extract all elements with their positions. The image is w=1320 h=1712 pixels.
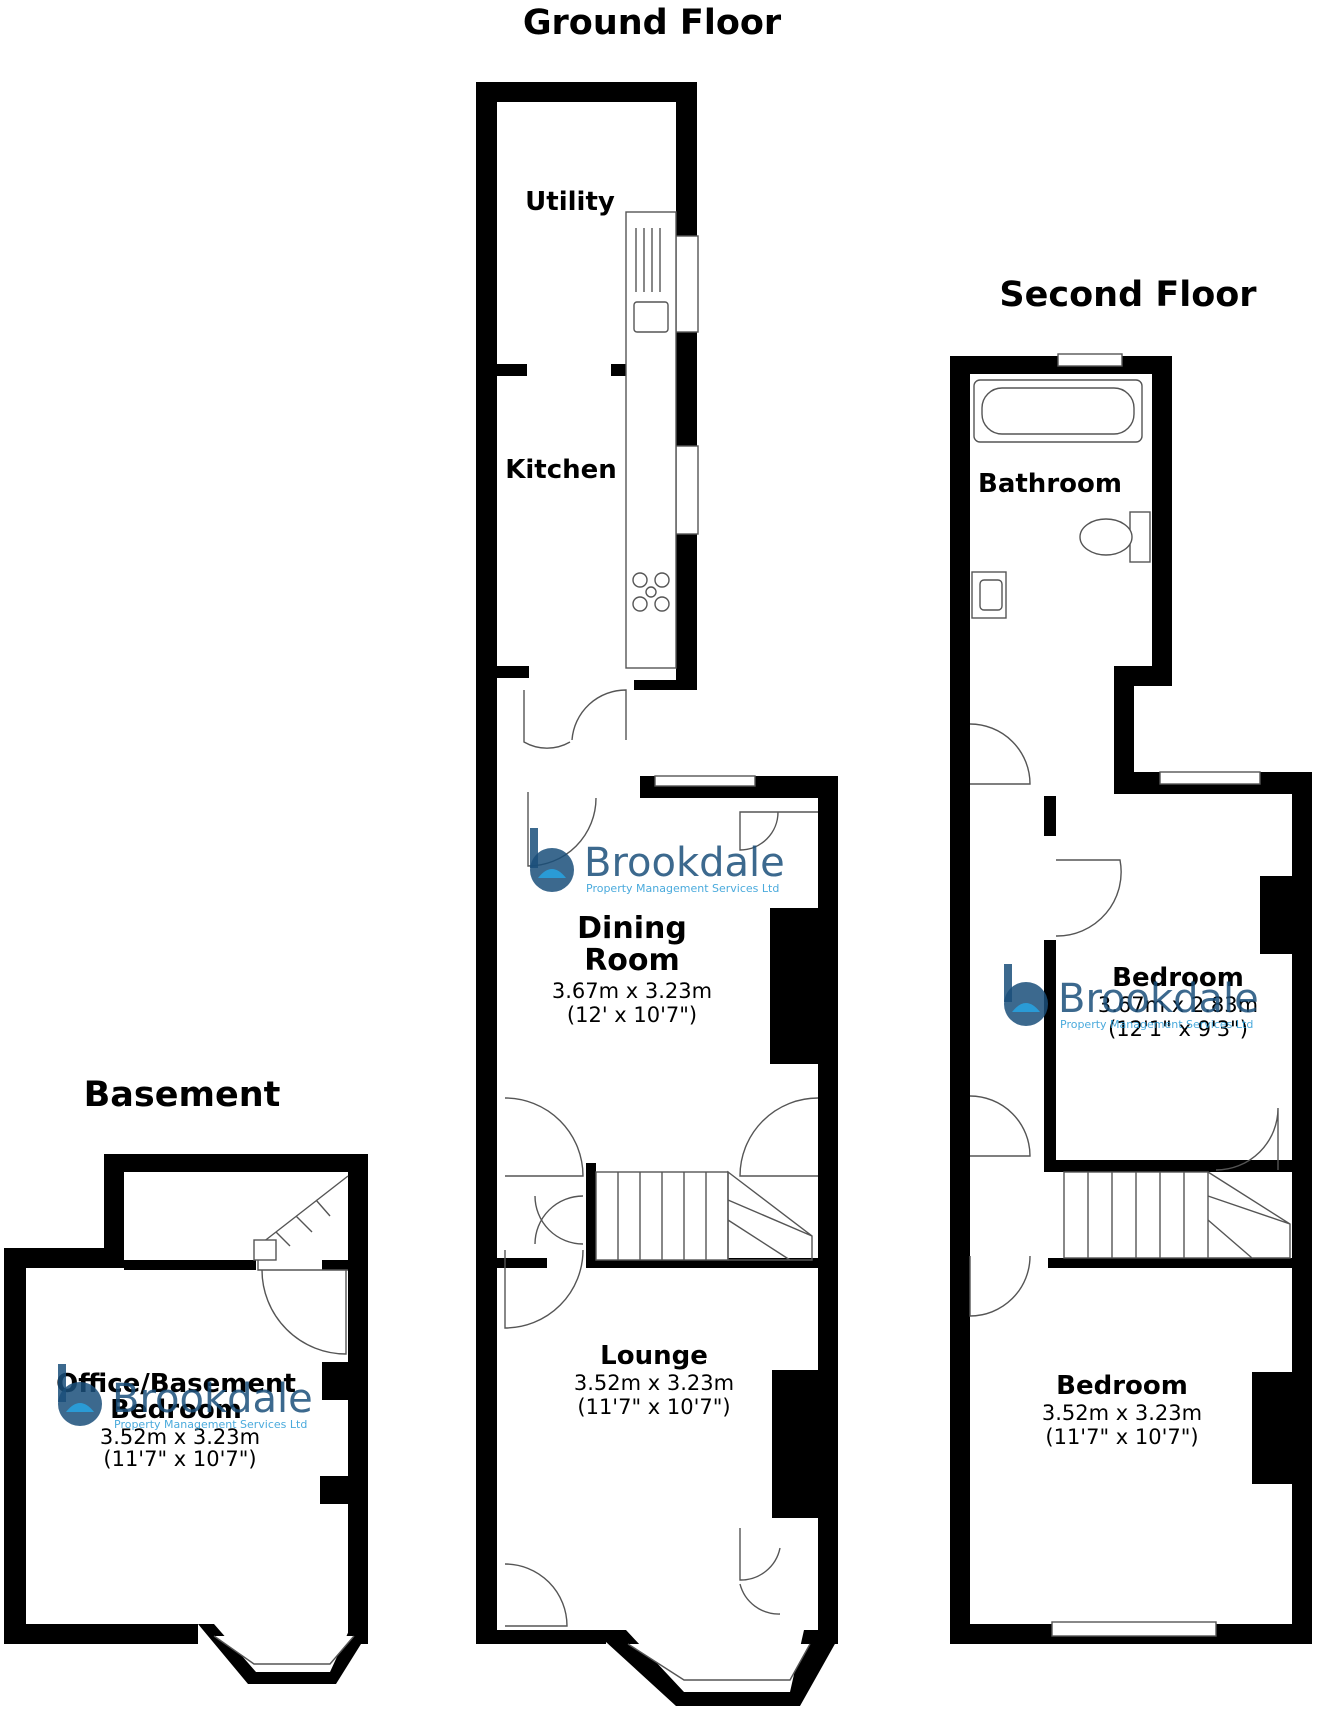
sink-icon bbox=[633, 301, 669, 333]
dining-window bbox=[654, 775, 756, 787]
ground-floor-title: Ground Floor bbox=[523, 3, 782, 43]
ground-stairs bbox=[595, 1170, 813, 1261]
basement-stairs bbox=[253, 1175, 349, 1271]
utility-window bbox=[675, 235, 699, 333]
kitchen-window bbox=[675, 445, 699, 535]
bedroom-rear-window bbox=[1159, 771, 1261, 785]
second-floor-title: Second Floor bbox=[999, 275, 1257, 315]
basement-room-imperial: (11'7" x 10'7") bbox=[103, 1447, 256, 1471]
bathroom-label: Bathroom bbox=[978, 469, 1122, 499]
brand-name-basement: Brookdale bbox=[112, 1376, 313, 1422]
ground-floor: Ground Floor bbox=[476, 3, 838, 1706]
second-floor: Second Floor bbox=[950, 275, 1312, 1644]
basement-title: Basement bbox=[84, 1075, 281, 1115]
bedroom-rear-label: Bedroom bbox=[1112, 963, 1244, 993]
bath-icon bbox=[973, 379, 1143, 443]
bathroom-window bbox=[1057, 353, 1123, 367]
ground-rear-wall bbox=[476, 785, 494, 799]
bedroom-front-window bbox=[1051, 1621, 1217, 1637]
door-swing bbox=[571, 689, 627, 741]
bedroom-rear-imperial: (12'1" x 9'3") bbox=[1108, 1017, 1248, 1041]
hob-icon bbox=[632, 572, 670, 612]
brand-watermark-basement: Brookdale Property Management Services L… bbox=[58, 1364, 313, 1431]
dining-room-label: Dining bbox=[577, 911, 687, 946]
bedroom-front-imperial: (11'7" x 10'7") bbox=[1045, 1425, 1198, 1449]
dining-room-label-2: Room bbox=[584, 943, 680, 978]
brand-name: Brookdale bbox=[584, 840, 785, 886]
dining-room-imperial: (12' x 10'7") bbox=[567, 1003, 697, 1027]
lounge-metric: 3.52m x 3.23m bbox=[574, 1371, 734, 1395]
basement: Basement Office/Basement Bedroom 3.52m x… bbox=[4, 1075, 368, 1684]
basin-icon bbox=[971, 571, 1007, 619]
lounge-bay-window bbox=[606, 1630, 836, 1706]
utility-label: Utility bbox=[525, 187, 615, 217]
lounge-imperial: (11'7" x 10'7") bbox=[577, 1395, 730, 1419]
bedroom-rear-metric: 3.67m x 2.83m bbox=[1098, 993, 1258, 1017]
basement-room-metric: 3.52m x 3.23m bbox=[100, 1425, 260, 1449]
second-floor-stairs bbox=[1063, 1171, 1291, 1259]
bedroom-chimney-breast bbox=[1260, 876, 1296, 954]
brand-watermark: Brookdale Property Management Services L… bbox=[530, 828, 785, 895]
brand-tagline-basement: Property Management Services Ltd bbox=[114, 1418, 307, 1431]
dining-chimney-breast bbox=[770, 908, 820, 1064]
basement-room-label-2: Bedroom bbox=[110, 1395, 242, 1425]
basement-bay-window bbox=[198, 1624, 366, 1684]
dining-room-metric: 3.67m x 3.23m bbox=[552, 979, 712, 1003]
brand-tagline-second: Property Management Services Ltd bbox=[1060, 1018, 1253, 1031]
bedroom-front-label: Bedroom bbox=[1056, 1371, 1188, 1401]
worktop bbox=[625, 211, 677, 669]
brand-tagline: Property Management Services Ltd bbox=[586, 882, 779, 895]
bedroom-front-metric: 3.52m x 3.23m bbox=[1042, 1401, 1202, 1425]
brand-name-second: Brookdale bbox=[1058, 976, 1259, 1022]
lounge-label: Lounge bbox=[600, 1341, 708, 1371]
toilet-icon bbox=[1079, 511, 1151, 563]
kitchen-label: Kitchen bbox=[505, 455, 617, 485]
lounge-chimney-breast bbox=[772, 1370, 820, 1518]
brand-watermark-second: Brookdale Property Management Services L… bbox=[1004, 964, 1259, 1031]
